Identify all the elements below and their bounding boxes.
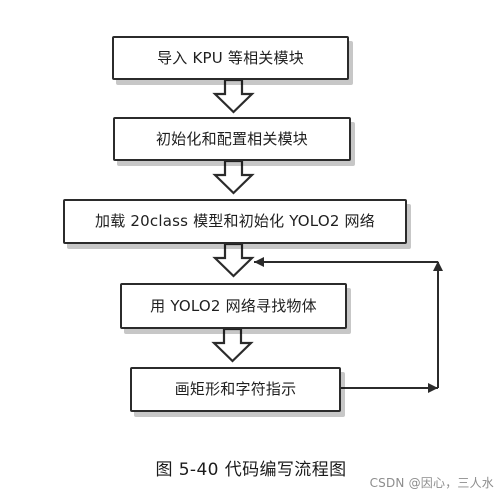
down-arrow-2-to-3	[212, 159, 255, 195]
step-box-import-modules: 导入 KPU 等相关模块	[112, 36, 349, 80]
loop-arrowhead-right	[428, 383, 438, 393]
figure-caption: 图 5-40 代码编写流程图	[155, 460, 347, 480]
step-box-find-objects: 用 YOLO2 网络寻找物体	[120, 283, 347, 329]
step-label: 加载 20class 模型和初始化 YOLO2 网络	[95, 212, 375, 230]
loop-arrowhead-left	[254, 257, 264, 267]
watermark-text: CSDN @因心，三人水	[369, 476, 494, 490]
down-arrow-1-to-2	[212, 78, 255, 114]
step-box-init-config: 初始化和配置相关模块	[113, 117, 351, 161]
step-box-draw-rect: 画矩形和字符指示	[130, 367, 341, 412]
step-label: 初始化和配置相关模块	[155, 129, 308, 148]
step-label: 导入 KPU 等相关模块	[157, 48, 304, 67]
step-box-load-model: 加载 20class 模型和初始化 YOLO2 网络	[63, 199, 407, 244]
down-arrow-4-to-5	[211, 327, 254, 363]
step-label: 画矩形和字符指示	[174, 380, 297, 398]
down-arrow-3-to-4	[212, 242, 255, 278]
loop-arrowhead-up	[433, 261, 443, 271]
step-label: 用 YOLO2 网络寻找物体	[150, 296, 317, 315]
